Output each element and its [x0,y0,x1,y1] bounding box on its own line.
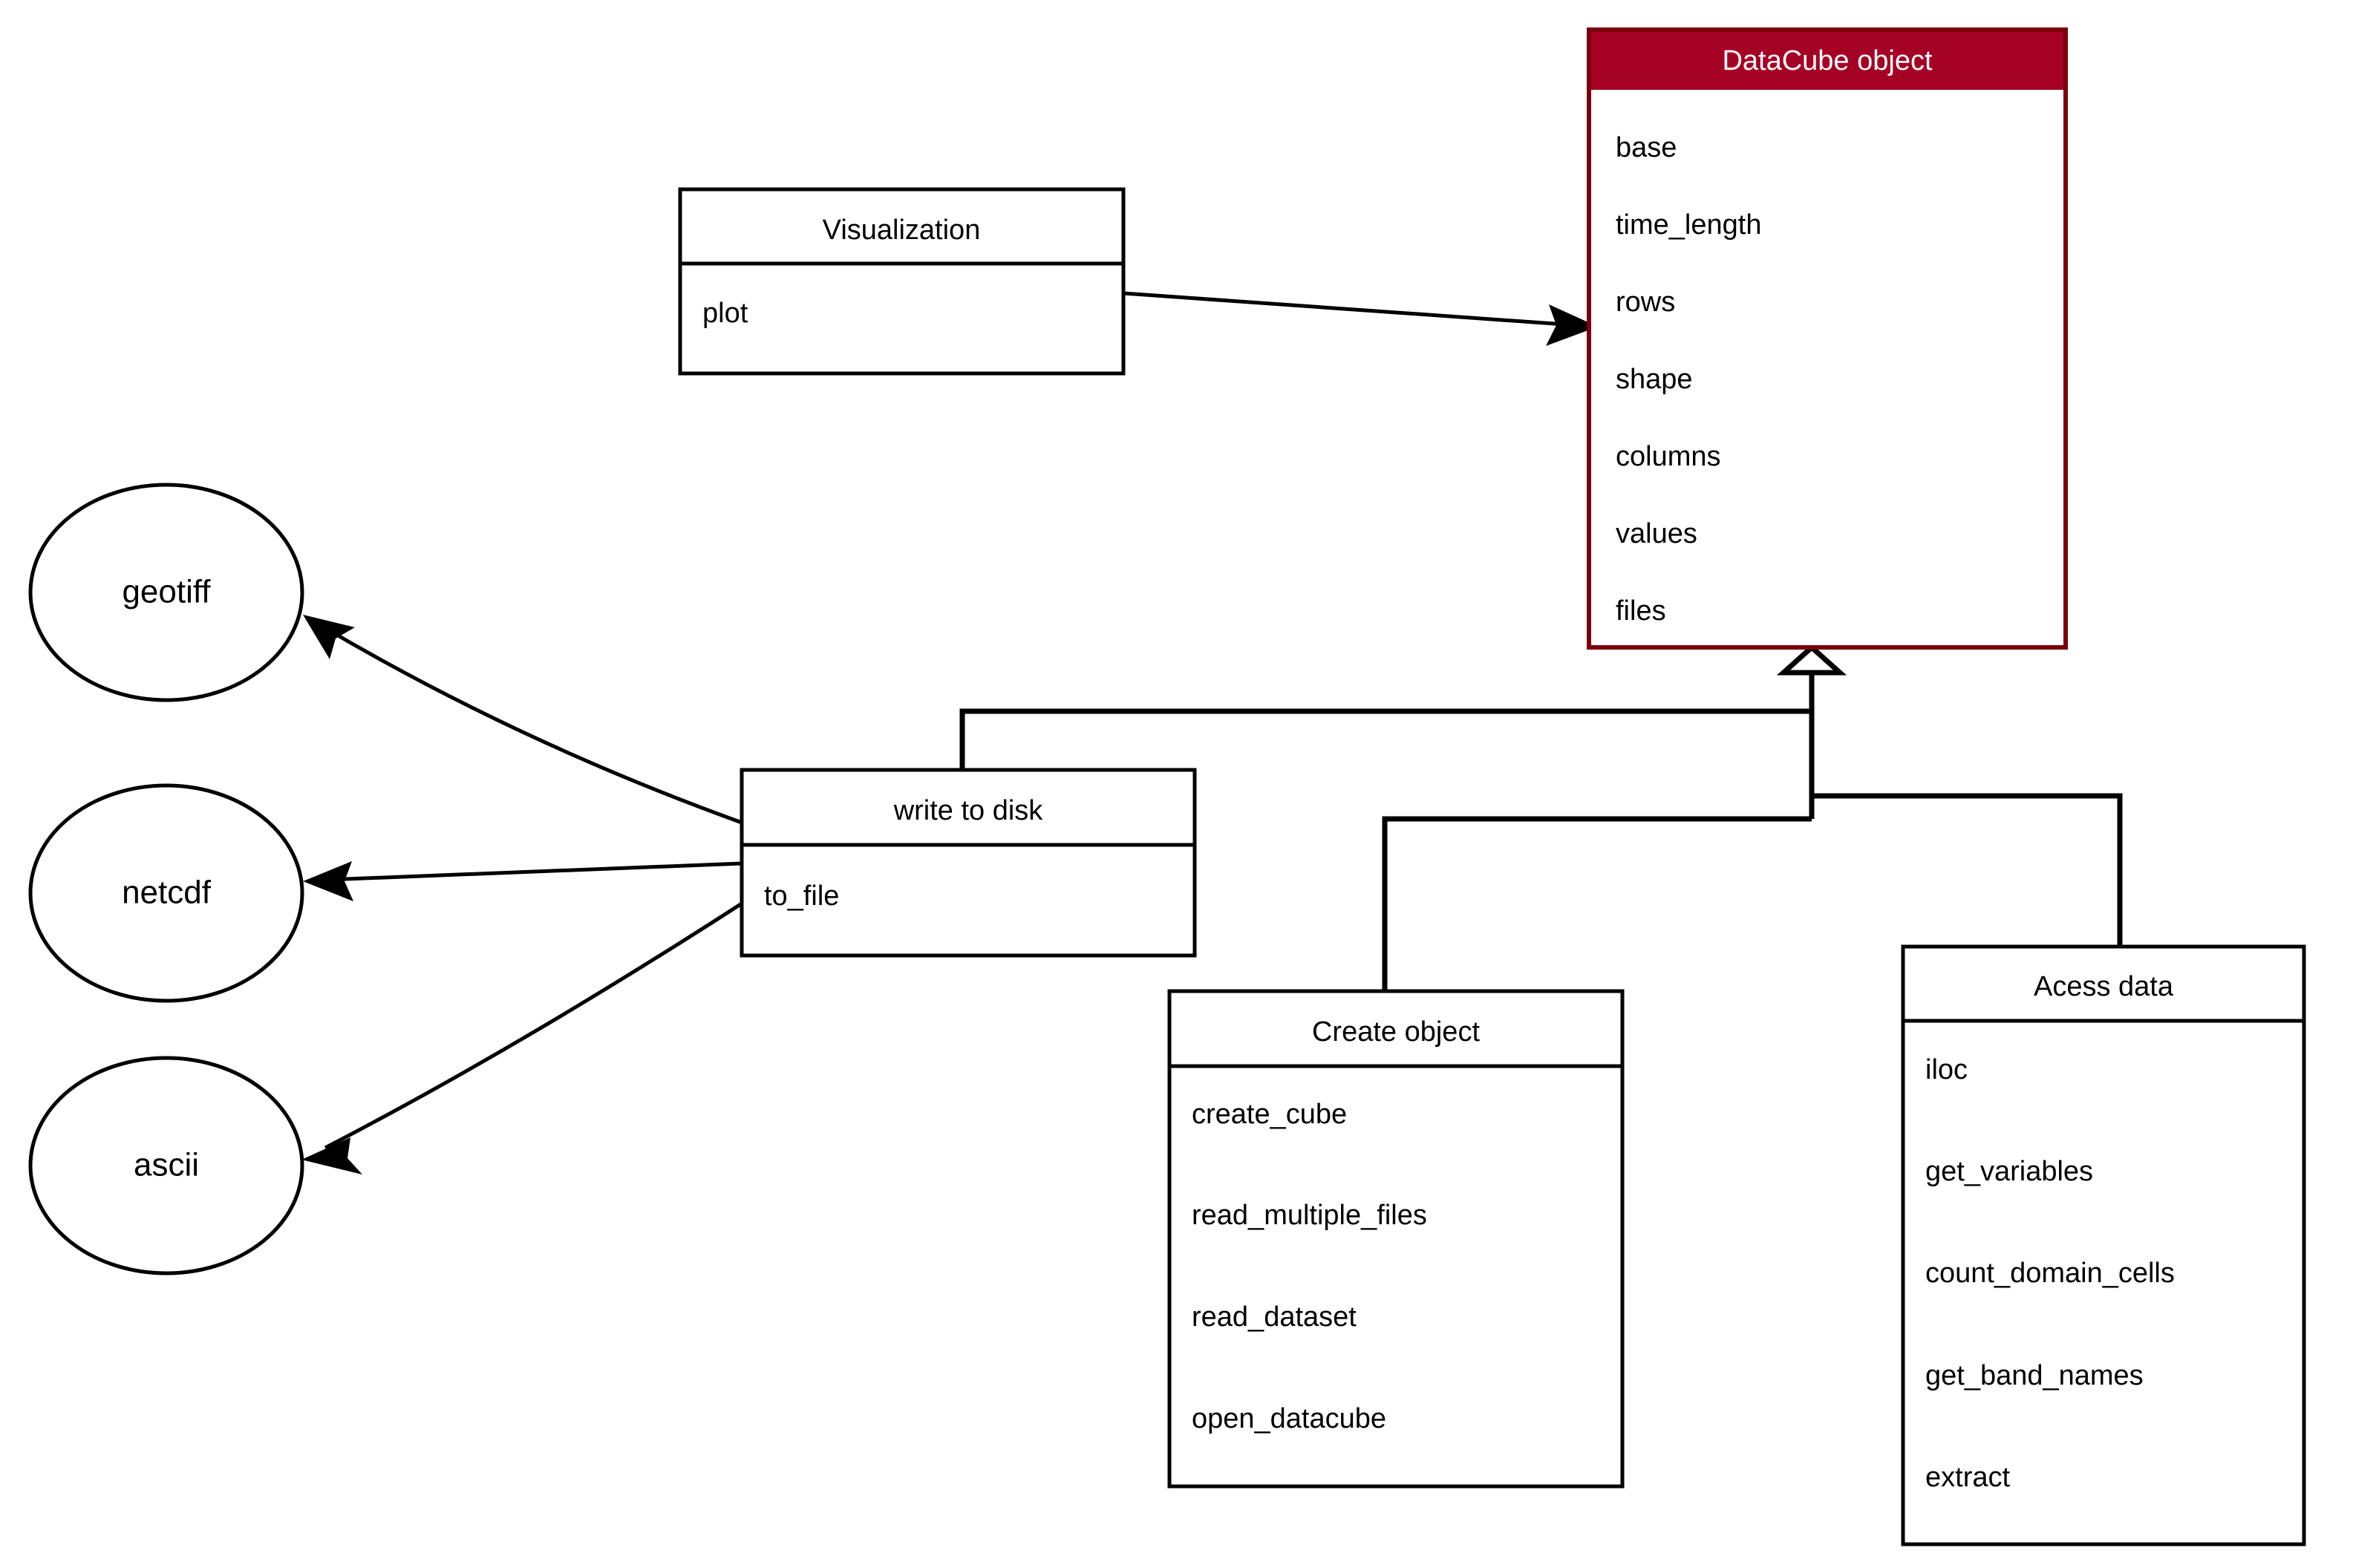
class-node-datacube[interactable]: DataCube object base time_length rows sh… [1587,27,2068,650]
datacube-member-rows: rows [1616,287,1675,318]
write-to-disk-outline [740,768,1197,958]
datacube-body [1589,30,2066,647]
ascii-label: ascii [134,1147,199,1183]
association-line [324,626,742,825]
edge-tofile-to-ascii [301,901,743,1175]
class-node-create-object[interactable]: Create object create_cube read_multiple_… [1167,989,1625,1489]
create-object-title: Create object [1312,1016,1480,1048]
output-node-netcdf[interactable]: netcdf [28,783,304,1003]
create-object-member-create-cube: create_cube [1192,1099,1347,1130]
write-to-disk-member-to-file: to_file [764,881,839,912]
write-to-disk-title: write to disk [893,795,1044,826]
netcdf-ellipse [28,783,304,1003]
output-node-geotiff[interactable]: geotiff [28,483,304,702]
acess-data-member-get-variables: get_variables [1925,1156,2093,1187]
visualization-member-plot: plot [702,298,748,329]
class-node-write-to-disk[interactable]: write to disk to_file [740,768,1197,958]
datacube-member-values: values [1616,518,1697,549]
create-object-member-read-multiple-files: read_multiple_files [1192,1200,1427,1231]
visualization-title: Visualization [823,215,981,246]
ascii-ellipse [28,1056,304,1275]
acess-data-member-get-band-names: get_band_names [1925,1360,2144,1391]
datacube-title: DataCube object [1722,45,1933,76]
edge-generalization-tree [959,644,2123,991]
edge-tofile-to-netcdf [303,861,742,901]
datacube-member-time-length: time_length [1616,209,1761,241]
generalization-branch-write-to-disk [959,708,1812,770]
geotiff-label: geotiff [122,574,211,610]
acess-data-member-iloc: iloc [1925,1054,1968,1085]
visualization-body [680,189,1123,373]
acess-data-body [1903,947,2304,1544]
datacube-outline [1587,27,2068,650]
datacube-member-shape: shape [1616,364,1693,395]
create-object-member-open-datacube: open_datacube [1192,1403,1386,1434]
acess-data-member-count-domain-cells: count_domain_cells [1925,1258,2175,1289]
write-to-disk-body [742,770,1195,956]
visualization-outline [678,187,1126,376]
generalization-branch-create-object [1382,816,1812,991]
datacube-member-files: files [1616,595,1666,627]
acess-data-outline [1901,944,2306,1546]
arrow-head-icon [1546,304,1598,346]
acess-data-member-extract: extract [1925,1462,2010,1493]
netcdf-label: netcdf [122,875,212,911]
datacube-header-band [1591,32,2063,90]
generalization-branch-acess-data [1812,793,2123,947]
arrow-head-icon [303,615,355,659]
acess-data-title: Acess data [2034,971,2174,1002]
class-node-acess-data[interactable]: Acess data iloc get_variables count_doma… [1901,944,2306,1546]
association-line [324,901,743,1150]
association-line [1123,291,1576,327]
association-line [326,861,742,882]
edge-tofile-to-geotiff [303,615,742,825]
create-object-outline [1167,989,1625,1489]
class-node-visualization[interactable]: Visualization plot [678,187,1126,376]
arrow-head-icon [301,1137,362,1175]
arrow-head-icon [303,861,353,901]
edge-visualization-to-datacube [1123,291,1598,346]
generalization-triangle-icon [1776,644,1847,676]
datacube-member-base: base [1616,132,1677,163]
geotiff-ellipse [28,483,304,702]
output-node-ascii[interactable]: ascii [28,1056,304,1275]
create-object-member-read-dataset: read_dataset [1192,1301,1357,1333]
datacube-member-columns: columns [1616,441,1721,472]
create-object-body [1169,991,1622,1486]
